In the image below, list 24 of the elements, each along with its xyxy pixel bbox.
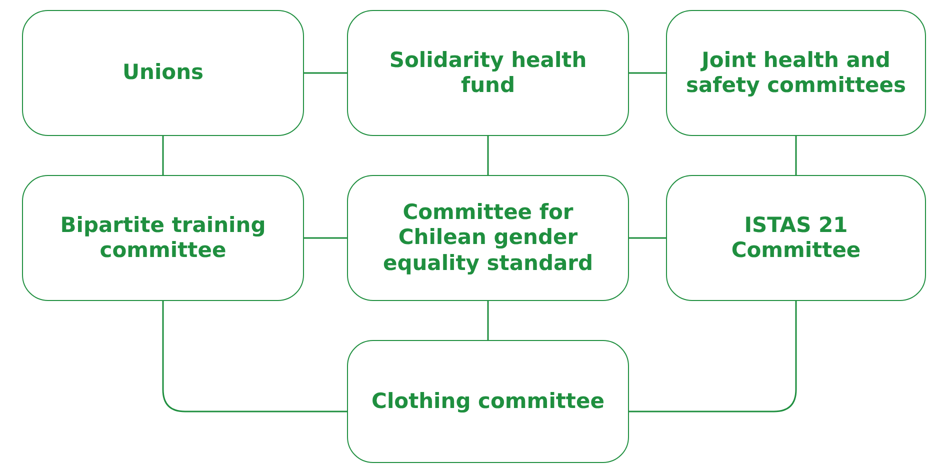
rounded-box <box>666 10 926 136</box>
rounded-box <box>347 175 629 301</box>
box-label: Committee for Chilean gender equality standard <box>382 200 594 276</box>
box-label: Clothing committee <box>372 388 604 414</box>
connector-line <box>487 301 489 340</box>
connector-line <box>795 136 797 175</box>
rounded-box <box>347 10 629 136</box>
rounded-box <box>347 340 629 463</box>
rounded-box <box>22 175 304 301</box>
connector-line <box>629 72 666 74</box>
box-label: ISTAS 21 Committee <box>730 212 862 264</box>
connector-line <box>304 72 347 74</box>
connector-line <box>629 301 797 412</box>
connector-line <box>629 237 666 239</box>
rounded-box <box>22 10 304 136</box>
box-label: Unions <box>122 60 204 86</box>
box-label: Joint health and safety committees <box>685 48 907 98</box>
connector-line <box>162 301 347 412</box>
connector-line <box>162 136 164 175</box>
rounded-box <box>666 175 926 301</box>
box-label: Solidarity health fund <box>388 48 588 98</box>
connector-line <box>487 136 489 175</box>
box-label: Bipartite training committee <box>59 212 267 264</box>
connector-line <box>304 237 347 239</box>
